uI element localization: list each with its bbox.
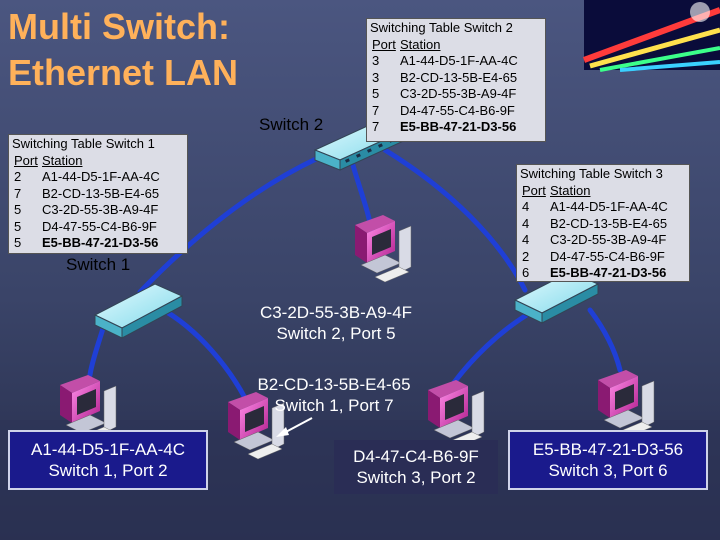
caption-b2: B2-CD-13-5B-E4-65 Switch 1, Port 7 — [234, 374, 434, 416]
caption-c3: C3-2D-55-3B-A9-4F Switch 2, Port 5 — [236, 302, 436, 344]
station-box-a1: A1-44-D5-1F-AA-4C Switch 1, Port 2 — [8, 430, 208, 490]
station-cell: C3-2D-55-3B-A9-4F — [42, 202, 159, 217]
caption-b2-location: Switch 1, Port 7 — [274, 396, 394, 415]
station-a1-address: A1-44-D5-1F-AA-4C — [31, 440, 185, 459]
port-header: Port — [372, 36, 396, 52]
table-title: Switching Table Switch 3 — [520, 166, 663, 181]
station-cell: A1-44-D5-1F-AA-4C — [550, 199, 668, 214]
station-header: Station — [42, 152, 83, 168]
page-title: Multi Switch: Ethernet LAN — [8, 4, 248, 96]
table-row: 4 C3-2D-55-3B-A9-4F — [520, 232, 686, 249]
table-row: 4 A1-44-D5-1F-AA-4C — [520, 199, 686, 216]
table-row: 5 C3-2D-55-3B-A9-4F — [12, 202, 184, 219]
switching-table-switch-1: Switching Table Switch 1 Port Station 2 A… — [8, 134, 188, 254]
cable-switch1-b2 — [157, 305, 248, 401]
table-row: 7 E5-BB-47-21-D3-56 — [370, 119, 542, 136]
port-cell: 5 — [14, 235, 22, 250]
station-header: Station — [550, 182, 591, 198]
station-cell: E5-BB-47-21-D3-56 — [400, 119, 517, 134]
table-row: 7 B2-CD-13-5B-E4-65 — [12, 186, 184, 203]
station-cell: D4-47-55-C4-B6-9F — [42, 218, 157, 234]
caption-c3-location: Switch 2, Port 5 — [276, 324, 396, 343]
table-header: Port Station — [12, 153, 184, 170]
computer-c3-icon — [354, 214, 412, 283]
cable-switch3-e5 — [587, 307, 623, 373]
table-row: 3 B2-CD-13-5B-E4-65 — [370, 70, 542, 87]
station-cell: D4-47-55-C4-B6-9F — [550, 248, 665, 264]
table-title: Switching Table Switch 1 — [12, 136, 155, 151]
caption-c3-address: C3-2D-55-3B-A9-4F — [259, 303, 413, 322]
station-header: Station — [400, 36, 441, 52]
cable-switch3-d4 — [447, 307, 538, 391]
station-cell: B2-CD-13-5B-E4-65 — [42, 185, 160, 201]
port-header: Port — [522, 182, 546, 198]
table-row: 2 D4-47-55-C4-B6-9F — [520, 249, 686, 266]
port-cell: 2 — [522, 248, 530, 264]
station-a1-location: Switch 1, Port 2 — [48, 461, 168, 480]
switch-1-label: Switch 1 — [66, 255, 131, 274]
computer-e5-icon — [597, 369, 655, 438]
switching-table-switch-2: Switching Table Switch 2 Port Station 3 A… — [366, 18, 546, 142]
port-cell: 3 — [372, 69, 380, 85]
port-header: Port — [14, 152, 38, 168]
station-cell: B2-CD-13-5B-E4-65 — [550, 215, 668, 231]
station-e5-location: Switch 3, Port 6 — [548, 461, 668, 480]
station-cell: B2-CD-13-5B-E4-65 — [400, 69, 518, 85]
cable-switch2-switch3 — [382, 147, 528, 293]
port-cell: 5 — [372, 86, 380, 101]
port-cell: 5 — [14, 202, 22, 217]
station-e5-address: E5-BB-47-21-D3-56 — [532, 440, 684, 459]
computer-d4-icon — [427, 379, 485, 448]
arrow-icon — [276, 417, 313, 437]
table-row: 4 B2-CD-13-5B-E4-65 — [520, 216, 686, 233]
table-header: Port Station — [520, 183, 686, 200]
station-cell: C3-2D-55-3B-A9-4F — [550, 232, 667, 247]
table-row: 5 E5-BB-47-21-D3-56 — [12, 235, 184, 252]
corner-decoration-icon — [582, 0, 720, 72]
station-d4-location: Switch 3, Port 2 — [356, 468, 476, 487]
table-title: Switching Table Switch 2 — [370, 20, 513, 35]
station-cell: E5-BB-47-21-D3-56 — [42, 235, 159, 250]
port-cell: 7 — [372, 119, 380, 134]
port-cell: 4 — [522, 232, 530, 247]
port-cell: 2 — [14, 169, 22, 184]
port-cell: 5 — [14, 218, 22, 234]
title-line-2: Ethernet LAN — [8, 52, 239, 93]
station-cell: D4-47-55-C4-B6-9F — [400, 102, 515, 118]
cable-switch2-switch1 — [137, 155, 321, 295]
station-cell: E5-BB-47-21-D3-56 — [550, 265, 667, 280]
station-cell: A1-44-D5-1F-AA-4C — [42, 169, 160, 184]
table-row: 3 A1-44-D5-1F-AA-4C — [370, 53, 542, 70]
station-cell: C3-2D-55-3B-A9-4F — [400, 86, 517, 101]
station-cell: A1-44-D5-1F-AA-4C — [400, 53, 518, 68]
switch-1-icon — [93, 283, 184, 339]
table-row: 2 A1-44-D5-1F-AA-4C — [12, 169, 184, 186]
station-box-e5: E5-BB-47-21-D3-56 Switch 3, Port 6 — [508, 430, 708, 490]
station-box-d4: D4-47-C4-B6-9F Switch 3, Port 2 — [334, 440, 498, 494]
port-cell: 7 — [14, 185, 22, 201]
port-cell: 4 — [522, 199, 530, 214]
table-row: 6 E5-BB-47-21-D3-56 — [520, 265, 686, 282]
port-cell: 4 — [522, 215, 530, 231]
station-d4-address: D4-47-C4-B6-9F — [353, 447, 479, 466]
port-cell: 3 — [372, 53, 380, 68]
table-header: Port Station — [370, 37, 542, 54]
switch-2-label: Switch 2 — [259, 115, 324, 134]
switching-table-switch-3: Switching Table Switch 3 Port Station 4 A… — [516, 164, 690, 282]
port-cell: 6 — [522, 265, 530, 280]
switch-3-icon — [513, 271, 600, 324]
table-row: 5 C3-2D-55-3B-A9-4F — [370, 86, 542, 103]
caption-b2-address: B2-CD-13-5B-E4-65 — [257, 375, 411, 394]
table-row: 5 D4-47-55-C4-B6-9F — [12, 219, 184, 236]
port-cell: 7 — [372, 102, 380, 118]
table-row: 7 D4-47-55-C4-B6-9F — [370, 103, 542, 120]
title-line-1: Multi Switch: — [8, 6, 230, 47]
